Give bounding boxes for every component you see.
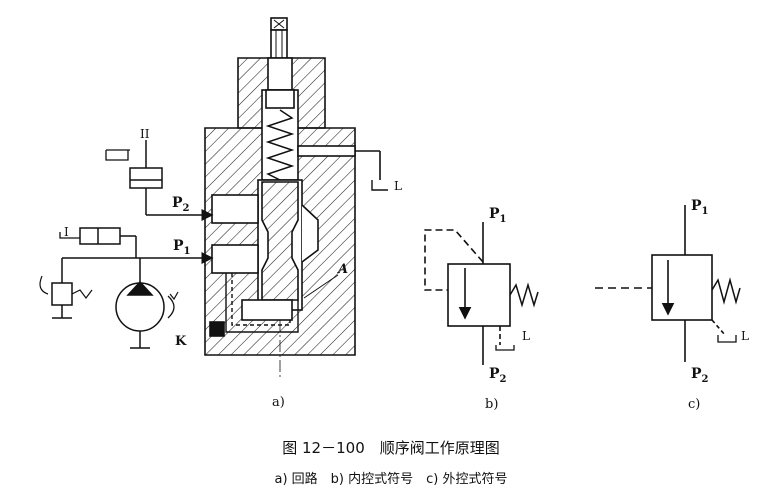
subfig-b-label: b) <box>485 397 498 412</box>
control-piston-k <box>209 321 225 337</box>
spool <box>261 181 299 301</box>
cylinder-i <box>59 227 137 258</box>
label-p1-a: P1 <box>173 238 191 257</box>
cylinder-ii <box>105 140 163 215</box>
relief-valve <box>39 275 93 319</box>
figure-caption: 图 12－100 顺序阀工作原理图 <box>282 439 500 457</box>
label-p2-b: P2 <box>489 366 507 385</box>
label-l-c: L <box>741 329 749 343</box>
label-p2-c: P2 <box>691 366 709 385</box>
label-k: K <box>175 334 187 349</box>
adjusting-screw <box>270 17 288 65</box>
hydraulic-circuit <box>39 140 214 349</box>
valve-cross-section <box>204 17 388 378</box>
label-p1-b: P1 <box>489 206 507 225</box>
pump <box>115 258 179 349</box>
labels: II I P2 P1 L A K a) P1 P2 L b) P1 P2 L c… <box>64 127 749 487</box>
label-p1-c: P1 <box>691 198 709 217</box>
spring <box>265 109 295 181</box>
symbol-internal <box>424 222 539 365</box>
subfig-a-label: a) <box>272 395 285 410</box>
symbol-external <box>595 205 741 362</box>
subfig-c-label: c) <box>688 397 700 412</box>
label-i: I <box>64 225 69 239</box>
label-ii: II <box>140 127 150 141</box>
label-a: A <box>336 262 348 277</box>
label-p2-a: P2 <box>172 195 190 214</box>
label-l-b: L <box>522 329 530 343</box>
figure-subcaption: a) 回路 b) 内控式符号 c) 外控式符号 <box>275 471 508 487</box>
label-l-a: L <box>394 179 402 193</box>
